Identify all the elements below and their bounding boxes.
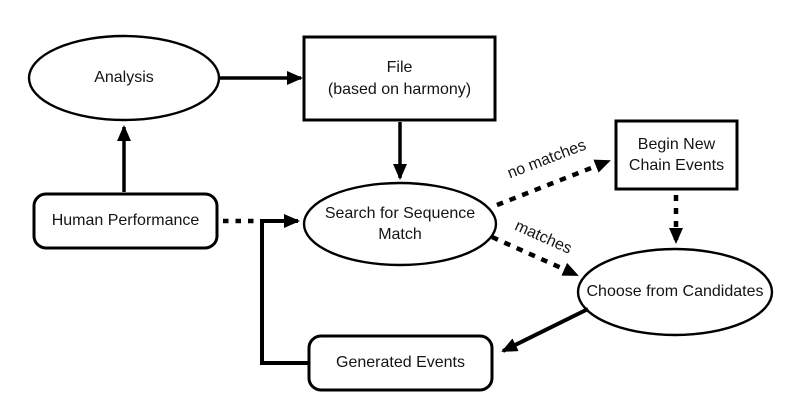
node-analysis [27,34,221,122]
node-choose-from-candidates [576,247,774,337]
node-begin-new-chain-events [614,119,739,191]
node-human-performance [32,192,219,250]
dashed-arrow-search-to-begin-new [496,158,611,208]
arrow-choose-to-generated-events [501,307,589,353]
node-file [302,35,497,122]
dashed-arrow-search-to-choose [491,234,579,278]
node-generated-events [307,334,494,392]
node-search-for-sequence-match [302,181,498,267]
loop-generated-events-to-search [260,214,309,365]
